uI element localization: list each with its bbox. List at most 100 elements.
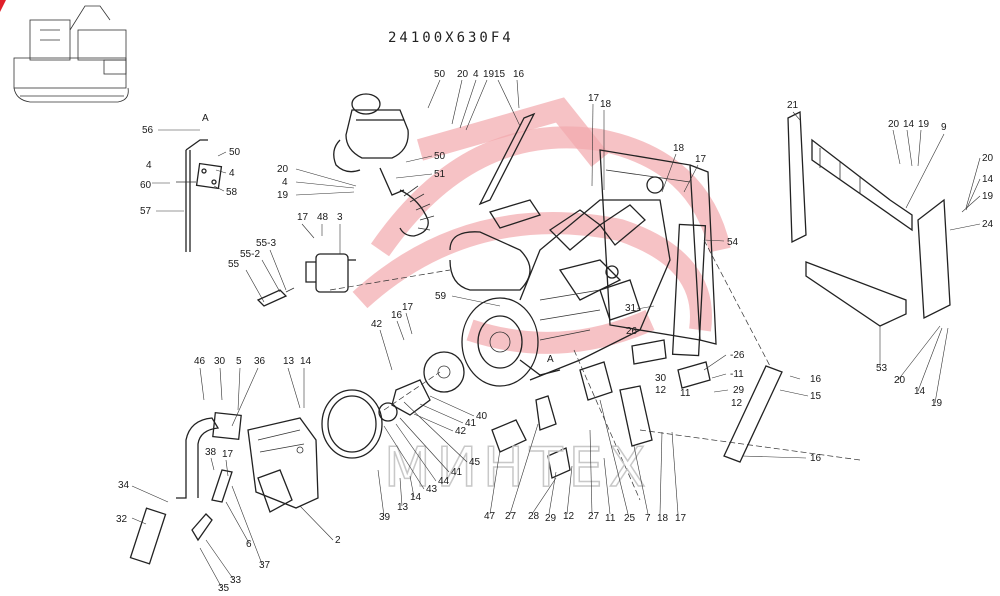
callout-19: 19: [483, 69, 495, 80]
callout-19: 19: [982, 191, 994, 202]
leader-line: [245, 269, 265, 303]
callout-42: 42: [371, 319, 383, 330]
callout-20: 20: [894, 375, 906, 386]
callout-9: 9: [941, 122, 947, 133]
drawing-number: 24100X630F4: [388, 30, 514, 46]
leader-line: [131, 485, 169, 503]
leader-line: [419, 403, 464, 424]
callout-54: 54: [727, 237, 739, 248]
callout-18: 18: [673, 143, 685, 154]
callout-25: 25: [624, 513, 636, 524]
leader-line: [396, 320, 405, 341]
callout-12: 12: [731, 398, 743, 409]
callout-11: -11: [730, 369, 744, 380]
leader-line: [383, 425, 425, 490]
leader-line: [199, 367, 205, 401]
leader-line: [301, 223, 315, 239]
leader-line: [892, 129, 901, 165]
leader-line: [703, 239, 725, 242]
callout-20: 20: [457, 69, 469, 80]
leader-line: [299, 505, 334, 541]
engine-block: [449, 199, 671, 387]
callout-36: 36: [254, 356, 266, 367]
leader-line: [961, 195, 981, 213]
leader-line: [409, 475, 415, 498]
callout-51: 51: [434, 169, 446, 180]
callout-14: 14: [903, 119, 915, 130]
leader-line: [225, 459, 229, 477]
callout-4: 4: [229, 168, 235, 179]
callout-35: 35: [218, 583, 230, 594]
leader-line: [405, 312, 413, 335]
callout-46: 46: [194, 356, 206, 367]
callout-20: 20: [277, 164, 289, 175]
callout-50: 50: [229, 147, 241, 158]
pipes: [129, 411, 242, 565]
callout-16: 16: [810, 453, 822, 464]
leader-line: [779, 389, 809, 397]
leader-line: [205, 539, 235, 581]
callout-4: 4: [282, 177, 288, 188]
callout-29: 29: [545, 513, 557, 524]
excavator-thumbnail: [13, 5, 129, 103]
side-frame: [787, 110, 951, 327]
callout-41: 41: [465, 418, 477, 429]
leader-line: [231, 485, 263, 565]
callout-labels: 50 20 4 19 15 16 56 A 50 4 4 60 58 57 20…: [116, 69, 994, 594]
rod-assembly: [176, 139, 223, 252]
callout-13: 13: [283, 356, 295, 367]
callout-38: 38: [205, 447, 217, 458]
callout-13: 13: [397, 502, 409, 513]
leader-line: [489, 449, 501, 515]
callout-15: 15: [494, 69, 506, 80]
callout-14: 14: [410, 492, 422, 503]
leader-line: [934, 327, 949, 404]
leader-line: [671, 431, 679, 515]
leader-line: [792, 111, 801, 121]
callout-19: 19: [277, 190, 289, 201]
callout-17: 17: [588, 93, 600, 104]
leader-line: [516, 79, 520, 109]
leader-line: [379, 329, 393, 371]
intake-hose: [399, 185, 435, 237]
callout-29: 29: [733, 385, 745, 396]
leader-line: [591, 103, 594, 187]
callout-4: 4: [146, 160, 152, 171]
callout-a: A: [202, 113, 209, 124]
callout-33: 33: [230, 575, 242, 586]
leader-line: [566, 465, 573, 515]
callout-16: 16: [810, 374, 822, 385]
callout-45: 45: [469, 457, 481, 468]
callout-20: 20: [888, 119, 900, 130]
callout-58: 58: [226, 187, 238, 198]
leader-line: [217, 151, 227, 157]
flywheel-housing: [321, 389, 383, 459]
leader-line: [405, 155, 433, 163]
brackets-15: [478, 112, 783, 463]
callout-17: 17: [695, 154, 707, 165]
leader-line: [603, 457, 611, 515]
leader-line: [287, 367, 301, 409]
callout-55-3: 55-3: [256, 238, 276, 249]
callout-19: 19: [918, 119, 930, 130]
callout-55-2: 55-2: [240, 249, 260, 260]
callout-17: 17: [675, 513, 687, 524]
leader-line: [213, 185, 225, 192]
leader-line: [497, 79, 521, 127]
leader-line: [589, 429, 593, 515]
leader-line: [459, 79, 477, 129]
callout-20: 20: [982, 153, 994, 164]
corner-mark: [0, 0, 6, 12]
callout-57: 57: [140, 206, 152, 217]
leader-line: [906, 129, 913, 167]
coupling-parts: [378, 351, 465, 422]
callout-19: 19: [931, 398, 943, 409]
callout-55: 55: [228, 259, 240, 270]
callout-39: 39: [379, 512, 391, 523]
callout-6: 6: [246, 539, 252, 550]
leader-line: [548, 471, 557, 515]
leader-line: [661, 153, 677, 193]
callout-50: 50: [434, 69, 446, 80]
